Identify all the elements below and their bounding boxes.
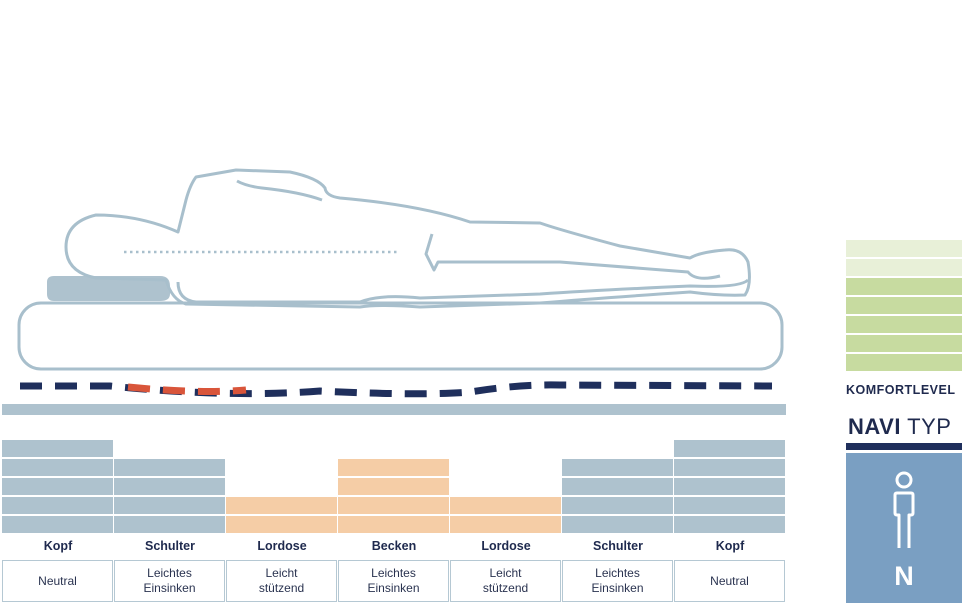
zone-state-cell: Neutral xyxy=(674,560,785,602)
zone-label: Schulter xyxy=(144,539,195,553)
typ-word: TYP xyxy=(907,414,952,439)
zone-label: Becken xyxy=(371,539,417,553)
zone-bar-block xyxy=(2,440,113,457)
zone-bar-block xyxy=(338,497,449,514)
zone-label: Lordose xyxy=(257,539,307,553)
comfort-level-segment xyxy=(846,297,962,314)
arm-outline xyxy=(236,179,721,280)
person-icon xyxy=(893,471,915,548)
zone-state-line1: Leichtes xyxy=(595,566,640,580)
support-line-shoulder xyxy=(127,383,247,395)
zone-bar-block xyxy=(562,478,673,495)
zone-bar xyxy=(226,440,337,533)
zone-bar-block xyxy=(114,478,225,495)
zone-bar-block xyxy=(450,516,561,533)
comfort-level-segment xyxy=(846,316,962,333)
zone-state-line2: Einsinken xyxy=(367,581,420,595)
zone-bar-block xyxy=(2,497,113,514)
zone-label: Lordose xyxy=(481,539,531,553)
zone-bar-block xyxy=(338,459,449,476)
mattress-outline xyxy=(17,301,784,371)
zone-state-line1: Leichtes xyxy=(371,566,416,580)
zone-state-line1: Leicht xyxy=(265,566,298,580)
zone-label: Kopf xyxy=(715,539,745,553)
navi-type-card: N xyxy=(846,453,962,603)
zone-bar-block xyxy=(450,497,561,514)
zone-bar-block xyxy=(338,516,449,533)
zone-state-line2: stützend xyxy=(258,581,305,595)
zone-bar xyxy=(562,440,673,533)
zone-bar xyxy=(450,440,561,533)
body-outline xyxy=(64,168,751,309)
zone-bar xyxy=(674,440,785,533)
navi-word: NAVI xyxy=(848,414,901,439)
zone-label: Schulter xyxy=(592,539,643,553)
zone-state-line2: Einsinken xyxy=(143,581,196,595)
comfort-level-segment xyxy=(846,335,962,352)
navi-underline xyxy=(846,443,962,450)
zone-bar-block xyxy=(226,497,337,514)
zone-state-line1: Leichtes xyxy=(147,566,192,580)
support-line xyxy=(20,381,773,398)
comfort-level-segment xyxy=(846,240,962,257)
base-bar xyxy=(2,404,786,415)
zone-bar-block xyxy=(114,459,225,476)
zone-state-line1: Leicht xyxy=(489,566,522,580)
zone-bar-block xyxy=(674,440,785,457)
zone-label: Kopf xyxy=(43,539,73,553)
zone-bar-block xyxy=(2,459,113,476)
zone-state-line1: Neutral xyxy=(38,573,77,588)
zone-bar-block xyxy=(674,497,785,514)
zone-bar-block xyxy=(674,459,785,476)
zone-bar-block xyxy=(562,516,673,533)
comfort-level-label: KOMFORTLEVEL xyxy=(846,383,956,397)
zone-bar-block xyxy=(2,516,113,533)
zone-state-line1: Neutral xyxy=(710,573,749,588)
pillow xyxy=(47,276,170,301)
zone-bar xyxy=(114,440,225,533)
navi-type-letter: N xyxy=(894,561,914,591)
zone-bar-block xyxy=(2,478,113,495)
navi-type-title: NAVI TYP xyxy=(848,414,951,440)
zone-bar-block xyxy=(338,478,449,495)
zone-bar-block xyxy=(562,497,673,514)
comfort-level-segment xyxy=(846,259,962,276)
comfort-level-segment xyxy=(846,354,962,371)
zone-state-line2: stützend xyxy=(482,581,529,595)
zone-state-text: Neutral xyxy=(710,574,749,589)
body-lower-outline xyxy=(176,278,750,304)
zone-bar-block xyxy=(226,516,337,533)
zone-bar xyxy=(338,440,449,533)
zone-bar-block xyxy=(114,497,225,514)
comfort-level-segment xyxy=(846,278,962,295)
zone-state-cell: Neutral xyxy=(2,560,113,602)
zone-bar-block xyxy=(674,478,785,495)
zone-bar-block xyxy=(562,459,673,476)
zone-bar-block xyxy=(674,516,785,533)
zone-state-line2: Einsinken xyxy=(591,581,644,595)
zone-bar-block xyxy=(114,516,225,533)
zone-bar xyxy=(2,440,113,533)
zone-state-text: Neutral xyxy=(38,574,77,589)
